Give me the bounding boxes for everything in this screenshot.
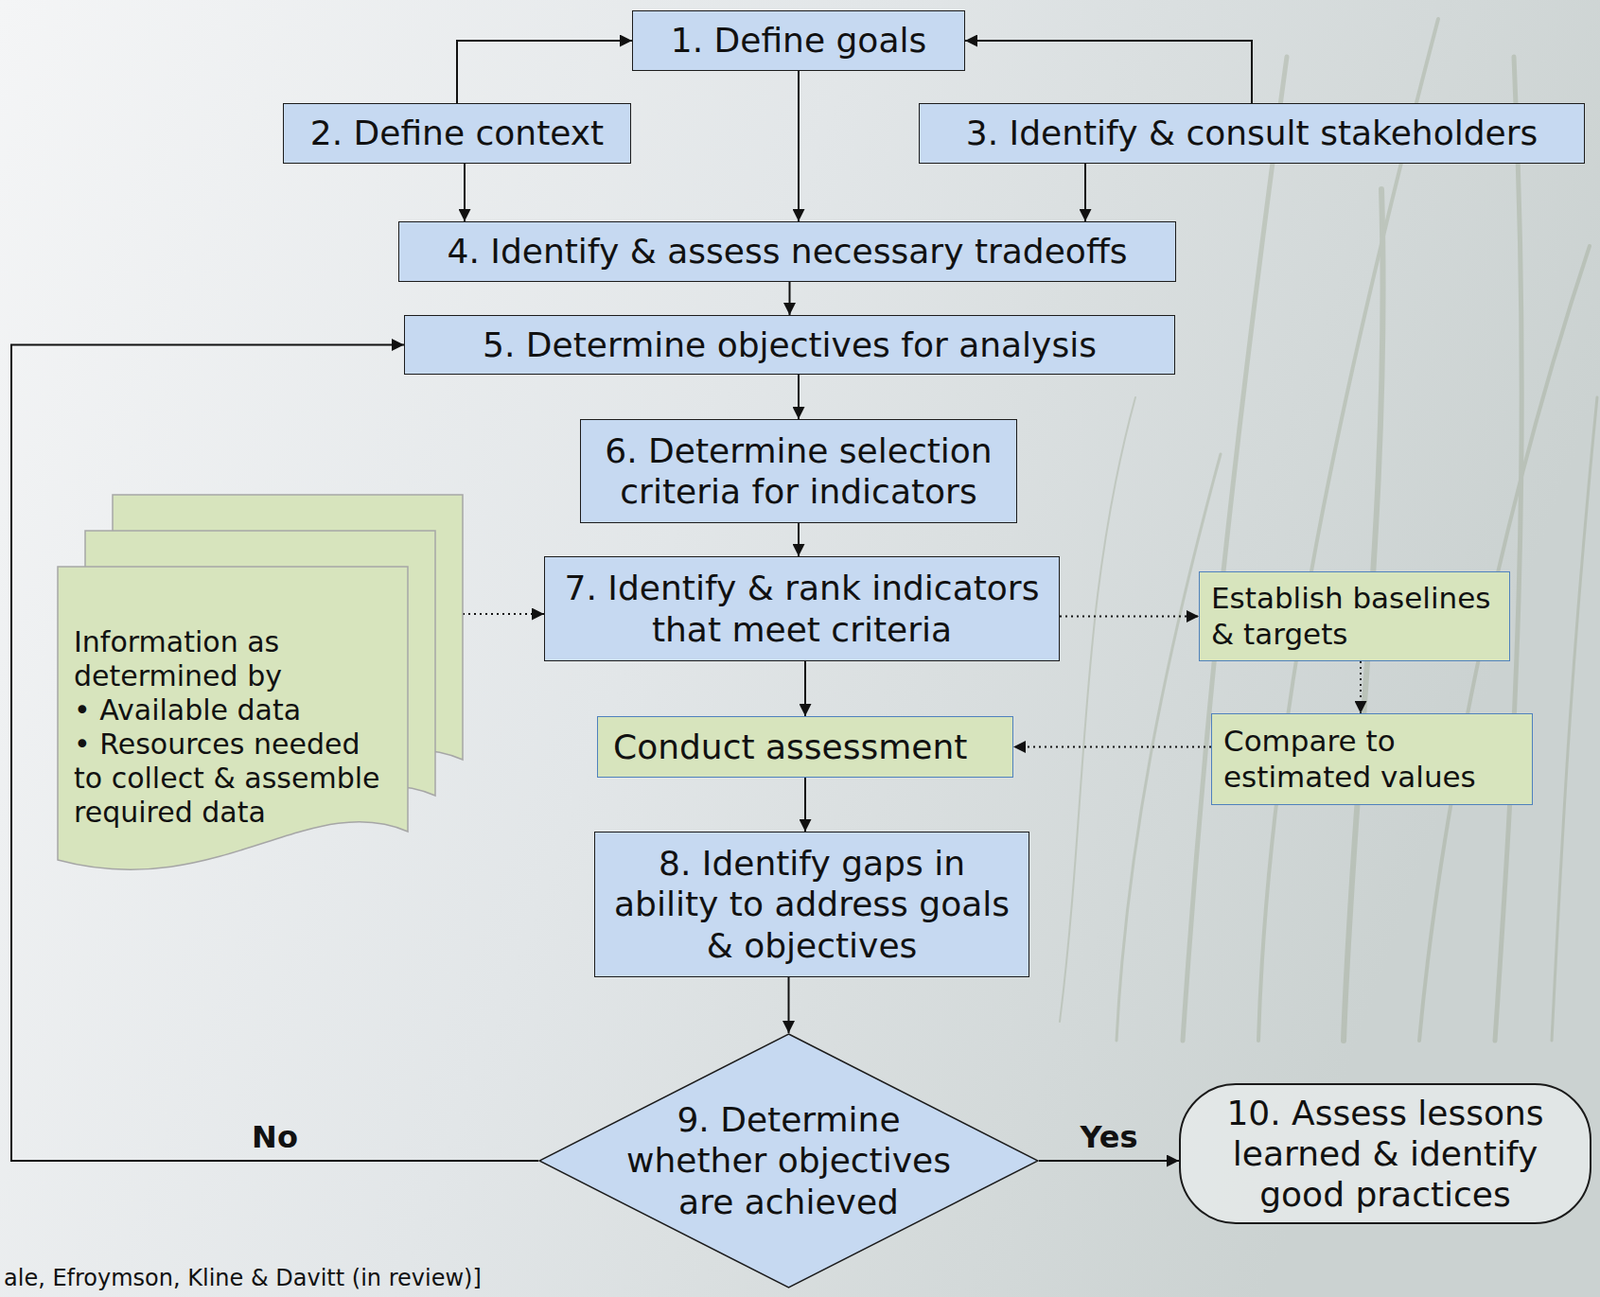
text-wrap: 5. Determine objectives for analysis xyxy=(414,324,1165,366)
process-box: 5. Determine objectives for analysis xyxy=(404,315,1176,375)
text-wrap: Information as determined by• Available … xyxy=(73,625,387,830)
node-text: • Resources needed to collect & assemble… xyxy=(73,727,387,830)
note-box: Compare to estimated values xyxy=(1211,713,1533,806)
connector xyxy=(1038,1160,1179,1162)
node-text: • Available data xyxy=(73,693,387,728)
grass-blade xyxy=(1059,397,1136,1022)
text-wrap: Establish baselines & targets xyxy=(1211,580,1498,651)
connector xyxy=(789,281,792,316)
process-box: 7. Identify & rank indicators that meet … xyxy=(544,556,1060,662)
grass-blades xyxy=(1059,18,1598,1041)
connector xyxy=(797,374,800,420)
process-box: 4. Identify & assess necessary tradeoffs xyxy=(398,221,1177,282)
document-page xyxy=(57,566,408,870)
connector xyxy=(797,70,800,222)
text-wrap: 3. Identify & consult stakeholders xyxy=(929,112,1575,154)
process-box: 2. Define context xyxy=(282,103,632,164)
text-wrap: 2. Define context xyxy=(293,112,621,154)
node-text: 10. Assess lessons learned & identify go… xyxy=(1199,1092,1571,1216)
node-text: 1. Define goals xyxy=(642,19,955,61)
grass-blade xyxy=(1551,397,1598,1041)
node-text: 4. Identify & assess necessary tradeoffs xyxy=(408,230,1166,272)
diamond-shape xyxy=(539,1034,1038,1288)
node-text: 2. Define context xyxy=(293,112,621,154)
node-text: 7. Identify & rank indicators that meet … xyxy=(554,567,1050,650)
decision-diamond: 9. Determine whether objectives are achi… xyxy=(538,1033,1039,1289)
node-text: 5. Determine objectives for analysis xyxy=(414,324,1165,366)
dotted-connector xyxy=(1059,615,1199,618)
note-box: Conduct assessment xyxy=(597,716,1014,778)
text-wrap: Conduct assessment xyxy=(613,726,998,768)
document-stack: Information as determined by• Available … xyxy=(57,566,408,898)
text-wrap: 6. Determine selection criteria for indi… xyxy=(590,430,1007,512)
text-wrap: 4. Identify & assess necessary tradeoffs xyxy=(408,230,1166,272)
process-box: 3. Identify & consult stakeholders xyxy=(918,103,1585,164)
connector xyxy=(11,345,539,1162)
text-wrap: Compare to estimated values xyxy=(1223,723,1521,794)
text-wrap: 1. Define goals xyxy=(642,19,955,61)
connector xyxy=(804,661,807,717)
connector xyxy=(1084,163,1087,222)
citation-note: ale, Efroymson, Kline & Davitt (in revie… xyxy=(3,1265,482,1293)
node-text: Establish baselines & targets xyxy=(1211,580,1498,651)
grass-blade xyxy=(1182,56,1287,1041)
node-text: 3. Identify & consult stakeholders xyxy=(929,112,1575,154)
connector xyxy=(463,163,466,222)
process-box: 8. Identify gaps in ability to address g… xyxy=(594,831,1030,978)
branch-label: No xyxy=(251,1119,299,1156)
process-box: 1. Define goals xyxy=(632,10,966,71)
node-text: Information as determined by xyxy=(73,625,387,694)
process-box: 6. Determine selection criteria for indi… xyxy=(580,419,1018,524)
connector xyxy=(457,40,633,104)
grass-blade xyxy=(1494,56,1522,1041)
node-text: 9. Determine whether objectives are achi… xyxy=(614,1099,965,1223)
connector xyxy=(788,977,791,1034)
connector-group xyxy=(11,40,1361,1161)
node-text: Conduct assessment xyxy=(613,726,998,768)
branch-label: Yes xyxy=(1080,1119,1139,1156)
connector xyxy=(804,777,807,832)
node-text: 6. Determine selection criteria for indi… xyxy=(590,430,1007,512)
text-wrap: 9. Determine whether objectives are achi… xyxy=(614,1099,965,1223)
connector xyxy=(965,40,1252,104)
grass-blade xyxy=(1258,18,1439,1041)
dotted-connector xyxy=(1013,746,1212,749)
node-text: Compare to estimated values xyxy=(1223,723,1521,794)
note-box: Establish baselines & targets xyxy=(1198,571,1511,662)
text-wrap: 8. Identify gaps in ability to address g… xyxy=(609,843,1015,967)
connector xyxy=(797,523,800,557)
dotted-connector xyxy=(462,613,545,616)
dotted-connector xyxy=(1359,661,1362,714)
terminal-box: 10. Assess lessons learned & identify go… xyxy=(1178,1083,1592,1225)
text-wrap: 10. Assess lessons learned & identify go… xyxy=(1199,1092,1571,1216)
text-wrap: 7. Identify & rank indicators that meet … xyxy=(554,567,1050,650)
node-text: 8. Identify gaps in ability to address g… xyxy=(609,843,1015,967)
